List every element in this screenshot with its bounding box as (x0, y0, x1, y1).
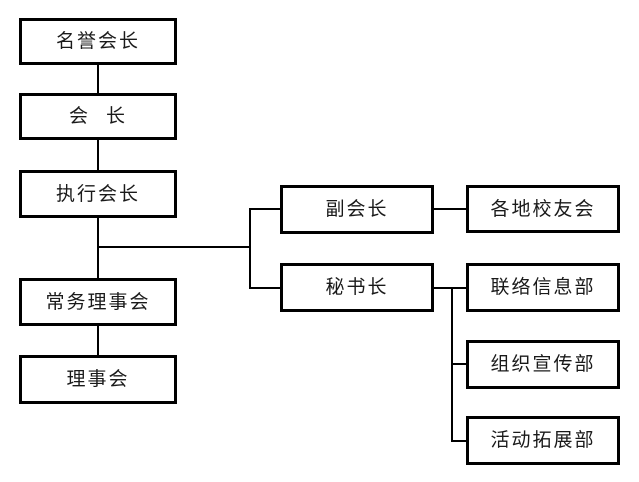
node-honorary-president[interactable]: 名誉会长 (19, 18, 177, 65)
connector-bracket-to-activity-dev-dept (451, 440, 466, 442)
connector-bracket-to-vice-president (249, 208, 280, 210)
node-standing-council[interactable]: 常务理事会 (19, 278, 177, 326)
connector-vice-president-to-local-alumni (434, 208, 466, 210)
node-secretary-general[interactable]: 秘书长 (280, 263, 434, 312)
connector-secretary-general-stub (434, 287, 452, 289)
node-vice-president[interactable]: 副会长 (280, 185, 434, 234)
node-activity-development-department[interactable]: 活动拓展部 (466, 416, 620, 465)
node-organization-publicity-department[interactable]: 组织宣传部 (466, 340, 620, 389)
connector-middle-bracket-vertical (249, 209, 251, 288)
connector-executive-to-standing (97, 218, 99, 278)
node-executive-president[interactable]: 执行会长 (19, 170, 177, 218)
connector-executive-branch-horizontal (97, 246, 250, 248)
connector-bracket-to-liaison-info-dept (451, 287, 466, 289)
node-council[interactable]: 理事会 (19, 355, 177, 404)
node-liaison-information-department[interactable]: 联络信息部 (466, 263, 620, 312)
connector-bracket-to-org-publicity-dept (451, 363, 466, 365)
node-president[interactable]: 会 长 (19, 93, 177, 140)
node-local-alumni-associations[interactable]: 各地校友会 (466, 185, 620, 233)
connector-honorary-to-president (97, 65, 99, 93)
connector-president-to-executive (97, 140, 99, 170)
connector-standing-to-council (97, 326, 99, 355)
connector-bracket-to-secretary-general (249, 287, 280, 289)
